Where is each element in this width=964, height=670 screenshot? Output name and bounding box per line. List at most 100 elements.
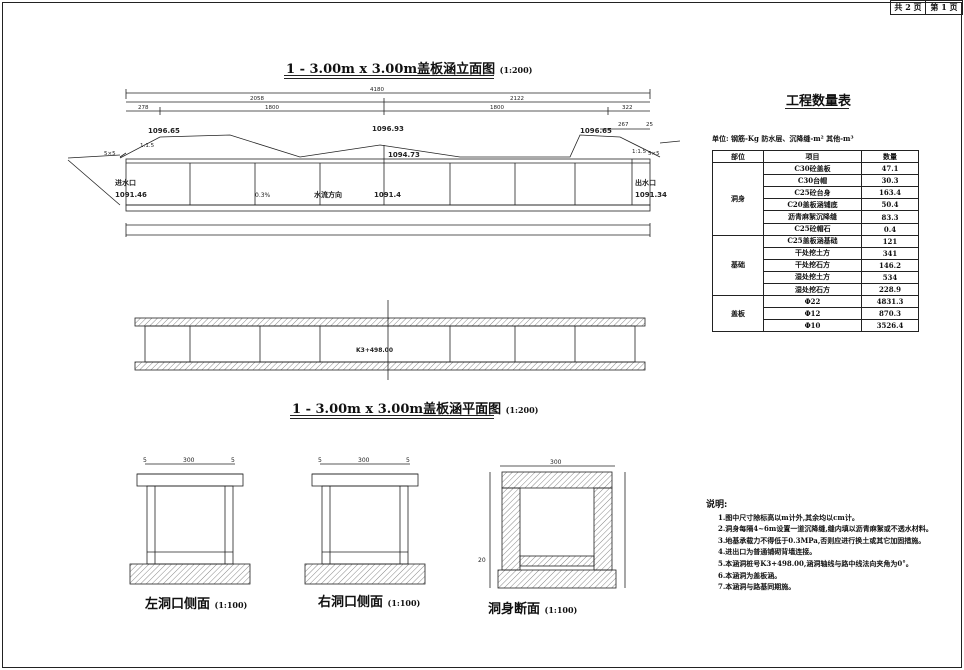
plan-scale: (1:200): [505, 405, 539, 415]
right-end-scale: (1:100): [387, 598, 421, 608]
item-cell: Φ22: [763, 295, 862, 309]
item-cell: C30砼盖板: [763, 162, 862, 176]
inlet-label: 进水口: [115, 178, 136, 187]
small-left: 5×5: [104, 151, 116, 157]
dim-right-span: 1800: [490, 105, 504, 111]
slope-left: 1:1.5: [140, 143, 155, 149]
note-item: 3.地基承载力不得低于0.3MPa,否则应进行换土或其它加固措施。: [718, 535, 926, 545]
left-end-dim: 300: [183, 457, 195, 464]
elev-right: 1096.65: [580, 127, 612, 135]
qty-cell: 0.4: [861, 222, 919, 236]
right-end-drawing: 300 5 5: [304, 457, 426, 585]
right-end-side-a: 5: [318, 457, 322, 464]
elev-center: 1096.93: [372, 125, 404, 133]
plan-title-underline: [290, 415, 494, 419]
qty-cell: 341: [861, 246, 919, 260]
left-end-title: 左洞口侧面 (1:100): [145, 593, 247, 612]
right-end-side-b: 5: [406, 457, 410, 464]
page-current: 第 1 页: [925, 0, 963, 15]
notes-title: 说明:: [706, 500, 728, 510]
right-end-dim: 300: [358, 457, 370, 464]
quantity-title: 工程数量表: [786, 94, 852, 109]
dim-left-half: 2058: [250, 96, 264, 102]
item-cell: C30台帽: [763, 174, 862, 188]
section-drawing: 300 20: [478, 459, 626, 589]
plan-title: 1 - 3.00m x 3.00m盖板涵平面图 (1:200): [292, 398, 538, 417]
header-qty: 数量: [861, 149, 919, 164]
header-part: 部位: [712, 149, 764, 164]
group-name: 基础: [712, 234, 764, 297]
qty-cell: 47.1: [861, 162, 919, 176]
table-header-row: 部位 项目 数量: [712, 149, 919, 164]
flow-direction: 水流方向: [314, 190, 342, 199]
item-cell: C25砼帽石: [763, 222, 862, 236]
dim-right-half: 2122: [510, 96, 524, 102]
note-item: 5.本涵洞桩号K3+498.00,涵洞轴线与路中线法向夹角为0°。: [718, 558, 913, 568]
item-cell: C25盖板涵基础: [763, 234, 862, 248]
qty-cell: 3526.4: [861, 319, 919, 333]
quantity-unit: 单位: 钢筋-Kg 防水层、沉降缝-m² 其他-m³: [712, 134, 854, 143]
section-scale: (1:100): [544, 605, 578, 615]
item-cell: C25砼台身: [763, 186, 862, 200]
group-name: 盖板: [712, 295, 764, 333]
elev-inlet: 1091.46: [115, 191, 147, 199]
dim-total: 4180: [370, 87, 384, 93]
item-cell: Φ10: [763, 319, 862, 333]
item-cell: 湿处挖石方: [763, 283, 862, 297]
qty-cell: 870.3: [861, 307, 919, 321]
item-cell: 干处挖土方: [763, 246, 862, 260]
plan-station: K3+498.00: [356, 347, 393, 354]
right-end-title-text: 右洞口侧面: [318, 595, 384, 610]
small-right: 5×5: [648, 151, 660, 157]
section-title-text: 洞身断面: [488, 602, 541, 617]
dim-right-25: 25: [646, 122, 653, 128]
dim-left-span: 1800: [265, 105, 279, 111]
note-item: 1.图中尺寸除标高以m计外,其余均以cm计。: [718, 512, 859, 522]
elevation-drawing: 4180 2058 2122 278 1800 1800 322 267 25 …: [67, 87, 680, 237]
item-cell: 湿处挖土方: [763, 270, 862, 285]
group-name: 洞身: [712, 162, 764, 236]
note-item: 7.本涵洞与路基同期施。: [718, 582, 796, 592]
title-underline: [284, 75, 494, 79]
slope-label: 0.3%: [255, 192, 271, 199]
note-item: 2.洞身每隔4~6m设置一道沉降缝,缝内填以沥青麻絮或不透水材料。: [718, 524, 933, 534]
elevation-title: 1 - 3.00m x 3.00m盖板涵立面图 (1:200): [286, 58, 532, 77]
elevation-title-text: 1 - 3.00m x 3.00m盖板涵立面图: [286, 62, 496, 77]
plan-title-text: 1 - 3.00m x 3.00m盖板涵平面图: [292, 402, 502, 417]
elev-invert-mid: 1091.4: [374, 191, 401, 199]
elev-top-inner: 1094.73: [388, 151, 420, 159]
section-title: 洞身断面 (1:100): [488, 598, 577, 617]
qty-cell: 534: [861, 270, 919, 285]
qty-cell: 50.4: [861, 198, 919, 212]
quantity-title-underline: [785, 108, 849, 109]
section-dim-20: 20: [478, 557, 486, 564]
outlet-label: 出水口: [635, 178, 656, 187]
elev-left: 1096.65: [148, 127, 180, 135]
dim-right-end: 322: [622, 105, 633, 111]
page-total: 共 2 页: [890, 0, 926, 15]
qty-cell: 4831.3: [861, 295, 919, 309]
left-end-side-a: 5: [143, 457, 147, 464]
item-cell: 沥青麻絮沉降缝: [763, 210, 862, 224]
qty-cell: 146.2: [861, 258, 919, 272]
left-end-drawing: 300 5 5: [129, 457, 251, 585]
elev-outlet: 1091.34: [635, 191, 667, 199]
item-cell: Φ12: [763, 307, 862, 321]
dim-left-end: 278: [138, 105, 149, 111]
elevation-scale: (1:200): [499, 65, 533, 75]
qty-cell: 121: [861, 234, 919, 248]
right-end-title: 右洞口侧面 (1:100): [318, 591, 420, 610]
item-cell: 干处挖石方: [763, 258, 862, 272]
plan-drawing: K3+498.00: [134, 300, 646, 380]
note-item: 4.进出口为普通铺砌背墙连接。: [718, 547, 817, 557]
dim-right-267: 267: [618, 122, 629, 128]
